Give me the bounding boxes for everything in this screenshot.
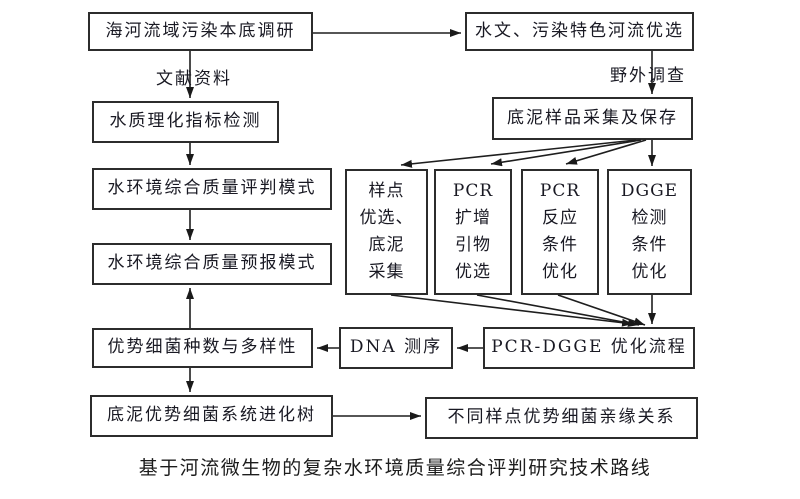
node-river-selection: 水文、污染特色河流优选 (465, 12, 694, 51)
arrow-sampling-to-site-selection (400, 139, 637, 168)
edge-label-field-survey: 野外调查 (610, 66, 686, 86)
arrow-pcr-condition-to-pcr-dgge (557, 294, 646, 326)
node-dna-sequencing: DNA 测序 (339, 327, 453, 369)
node-dgge-condition-optimization: DGGE 检测 条件 优化 (607, 169, 692, 295)
node-survey: 海河流域污染本底调研 (88, 12, 313, 51)
arrow-sampling-to-pcr-primer (490, 139, 642, 167)
node-physicochemical-test: 水质理化指标检测 (92, 101, 279, 143)
node-quality-forecast-model: 水环境综合质量预报模式 (92, 243, 332, 285)
edge-label-literature: 文献资料 (156, 69, 232, 89)
node-site-selection-sediment-collection: 样点 优选、 底泥 采集 (345, 169, 428, 295)
arrow-sampling-to-pcr-condition (565, 139, 647, 165)
node-quality-evaluation-model: 水环境综合质量评判模式 (92, 168, 332, 210)
node-pcr-primer-selection: PCR 扩增 引物 优选 (434, 169, 512, 295)
node-bacteria-kinship: 不同样点优势细菌亲缘关系 (425, 397, 698, 439)
node-pcr-dgge-workflow: PCR-DGGE 优化流程 (483, 327, 695, 369)
node-pcr-condition-optimization: PCR 反应 条件 优化 (521, 169, 599, 295)
arrow-pcr-primer-to-pcr-dgge (476, 294, 640, 327)
arrow-site-selection-to-pcr-dgge (390, 294, 634, 327)
node-phylogenetic-tree: 底泥优势细菌系统进化树 (90, 395, 333, 437)
node-sediment-sampling: 底泥样品采集及保存 (492, 97, 693, 140)
node-dominant-bacteria-diversity: 优势细菌种数与多样性 (92, 328, 313, 368)
diagram-caption: 基于河流微生物的复杂水环境质量综合评判研究技术路线 (138, 457, 652, 479)
